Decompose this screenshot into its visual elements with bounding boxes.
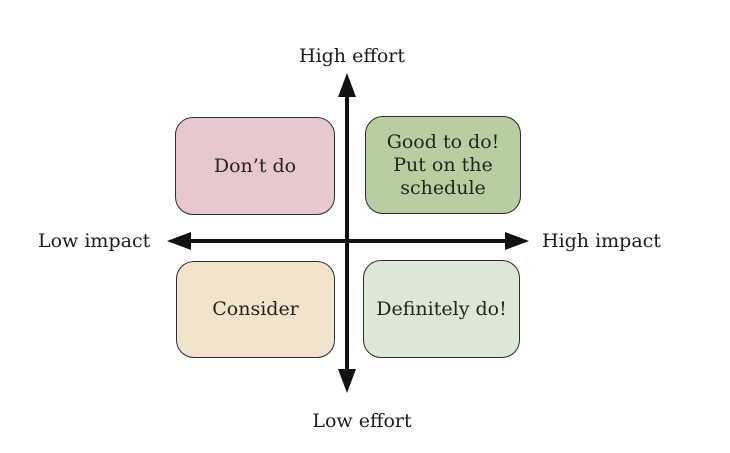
quadrant-label: Don’t do xyxy=(213,154,297,177)
quadrant-dont-do: Don’t do xyxy=(175,117,335,215)
quadrant-label: Good to do! Put on the schedule xyxy=(386,130,500,199)
arrow-left-icon xyxy=(167,232,191,250)
quadrant-good-to-do: Good to do! Put on the schedule xyxy=(365,116,521,214)
axis-label-high-effort: High effort xyxy=(299,45,405,67)
axis-label-low-impact: Low impact xyxy=(38,230,151,252)
arrow-up-icon xyxy=(338,73,356,97)
axis-label-low-effort: Low effort xyxy=(312,410,412,432)
axis-label-high-impact: High impact xyxy=(542,230,661,252)
arrow-down-icon xyxy=(338,369,356,393)
quadrant-consider: Consider xyxy=(176,261,335,358)
quadrant-label: Consider xyxy=(212,298,299,320)
quadrant-definitely-do: Definitely do! xyxy=(363,260,520,358)
quadrant-label: Definitely do! xyxy=(376,297,507,320)
arrow-right-icon xyxy=(505,232,529,250)
